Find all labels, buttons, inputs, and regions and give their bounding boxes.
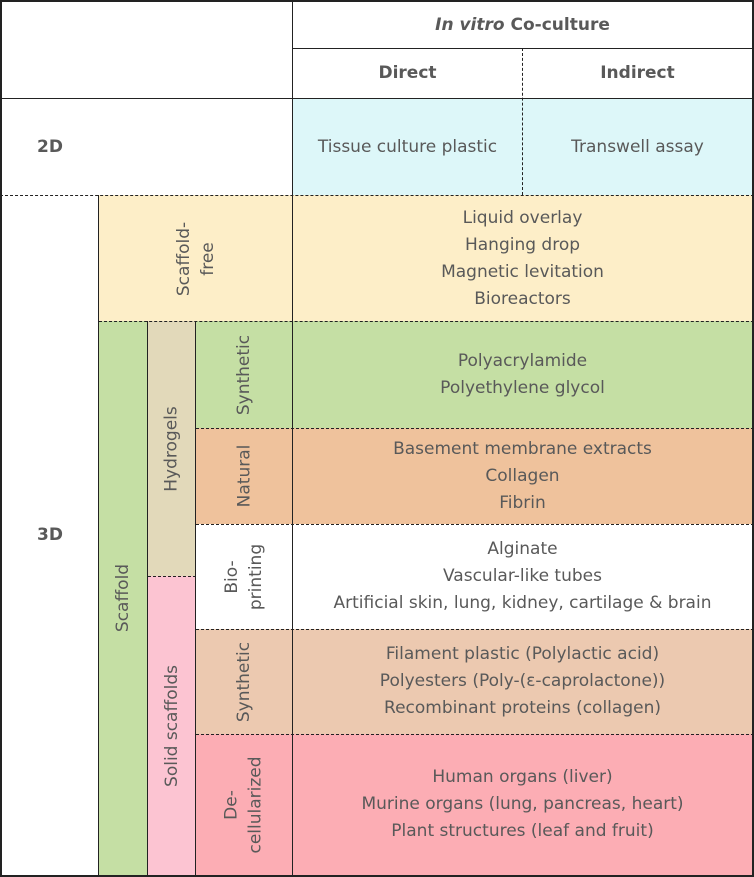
label-scaffold-free-l1: Scaffold- [173, 221, 194, 296]
list-item: Magnetic levitation [441, 261, 604, 282]
label-bioprinting-l1: Bio- [221, 559, 242, 594]
label-scaffold-text: Scaffold [113, 563, 133, 633]
label-synthetic-hydrogel: Synthetic [196, 321, 292, 428]
label-synthetic-solid-text: Synthetic [233, 641, 254, 722]
cell-2d-direct: Tissue culture plastic [317, 136, 498, 157]
list-item: Murine organs (lung, pancreas, heart) [361, 794, 684, 814]
list-item: Recombinant proteins (collagen) [384, 698, 661, 718]
bg-natural [196, 428, 754, 524]
label-bioprinting-l2: printing [245, 543, 266, 610]
list-item: Polyethylene glycol [440, 377, 605, 398]
list-item: Human organs (liver) [432, 767, 613, 787]
border-bottom [0, 875, 754, 877]
direct-header: Direct [378, 63, 437, 83]
cell-2d-indirect: Transwell assay [571, 136, 704, 157]
label-synthetic-hydrogel-text: Synthetic [233, 334, 254, 415]
items-natural: Basement membrane extracts Collagen Fibr… [293, 428, 752, 524]
list-item: Vascular-like tubes [443, 566, 602, 586]
row-label-2d: 2D [37, 136, 63, 157]
label-decellularized-l2: cellularized [246, 755, 266, 854]
list-item: Liquid overlay [462, 207, 583, 228]
bg-synthetic-solid [196, 629, 754, 734]
bg-scaffold-strip [99, 321, 148, 877]
divider-bioprinting-synthetic [196, 629, 754, 630]
label-decellularized: De-cellularized [196, 734, 292, 875]
bg-decellularized [196, 734, 754, 877]
bg-scaffold-free [99, 195, 754, 321]
row-label-3d: 3D [37, 525, 63, 545]
items-scaffold-free: Liquid overlay Hanging drop Magnetic lev… [293, 196, 752, 321]
list-item: Hanging drop [464, 234, 581, 255]
label-bioprinting: Bio-printing [196, 524, 292, 629]
title-rest: Co-culture [504, 14, 610, 35]
3d-column-line [98, 195, 99, 877]
bg-2d-cyan [293, 98, 754, 195]
label-scaffold-free-l2: free [197, 241, 218, 276]
list-item: Polyesters (Poly-(ε-caprolactone)) [379, 671, 666, 691]
divider-2d-3d [0, 195, 754, 196]
items-decellularized: Human organs (liver) Murine organs (lung… [293, 734, 752, 875]
bg-synthetic-hydrogel [196, 321, 754, 428]
list-item: Artificial skin, lung, kidney, cartilage… [333, 593, 712, 613]
list-item: Filament plastic (Polylactic acid) [385, 644, 660, 664]
list-item: Collagen [485, 465, 560, 486]
label-solid-scaffolds: Solid scaffolds [148, 576, 195, 875]
label-hydrogels-text: Hydrogels [161, 405, 182, 492]
list-item: Bioreactors [474, 288, 571, 309]
items-synthetic-hydrogel: Polyacrylamide Polyethylene glycol [293, 321, 752, 428]
label-natural-text: Natural [234, 444, 254, 508]
border-left [0, 0, 2, 877]
divider-scaffold-free [99, 321, 754, 322]
list-item: Basement membrane extracts [393, 438, 652, 459]
title-italic: In vitro [435, 14, 505, 35]
divider-synthetic-decellularized [196, 734, 754, 735]
label-scaffold: Scaffold [99, 321, 147, 875]
bg-hydrogels-strip [148, 321, 196, 576]
bg-solid-strip [148, 576, 196, 877]
label-scaffold-free: Scaffold-free [99, 196, 293, 321]
bg-bioprinting [196, 524, 754, 629]
divider-hydrogels-solid [148, 576, 196, 577]
list-item: Plant structures (leaf and fruit) [391, 821, 654, 841]
divider-synthetic-natural [196, 428, 754, 429]
border-right [752, 0, 754, 877]
border-top [0, 0, 754, 2]
left-column-line [292, 0, 293, 877]
label-synthetic-solid: Synthetic [196, 629, 292, 734]
header-split-line [293, 48, 754, 49]
coculture-title: In vitro Co-culture [293, 2, 752, 48]
list-item: Fibrin [499, 492, 546, 513]
items-synthetic-solid: Filament plastic (Polylactic acid) Polye… [293, 629, 752, 734]
list-item: Alginate [487, 539, 558, 559]
divider-natural-bioprinting [196, 524, 754, 525]
label-natural: Natural [196, 428, 292, 524]
direct-indirect-divider [522, 48, 523, 195]
label-hydrogels: Hydrogels [148, 321, 195, 576]
scaffold-column-line [147, 321, 148, 877]
label-solid-scaffolds-text: Solid scaffolds [161, 664, 182, 787]
items-bioprinting: Alginate Vascular-like tubes Artificial … [293, 524, 752, 629]
list-item: Polyacrylamide [457, 350, 588, 371]
header-bottom-line [0, 98, 754, 99]
subcategory-column-line [195, 321, 196, 877]
label-decellularized-l1: De- [222, 789, 242, 820]
indirect-header: Indirect [600, 63, 675, 83]
